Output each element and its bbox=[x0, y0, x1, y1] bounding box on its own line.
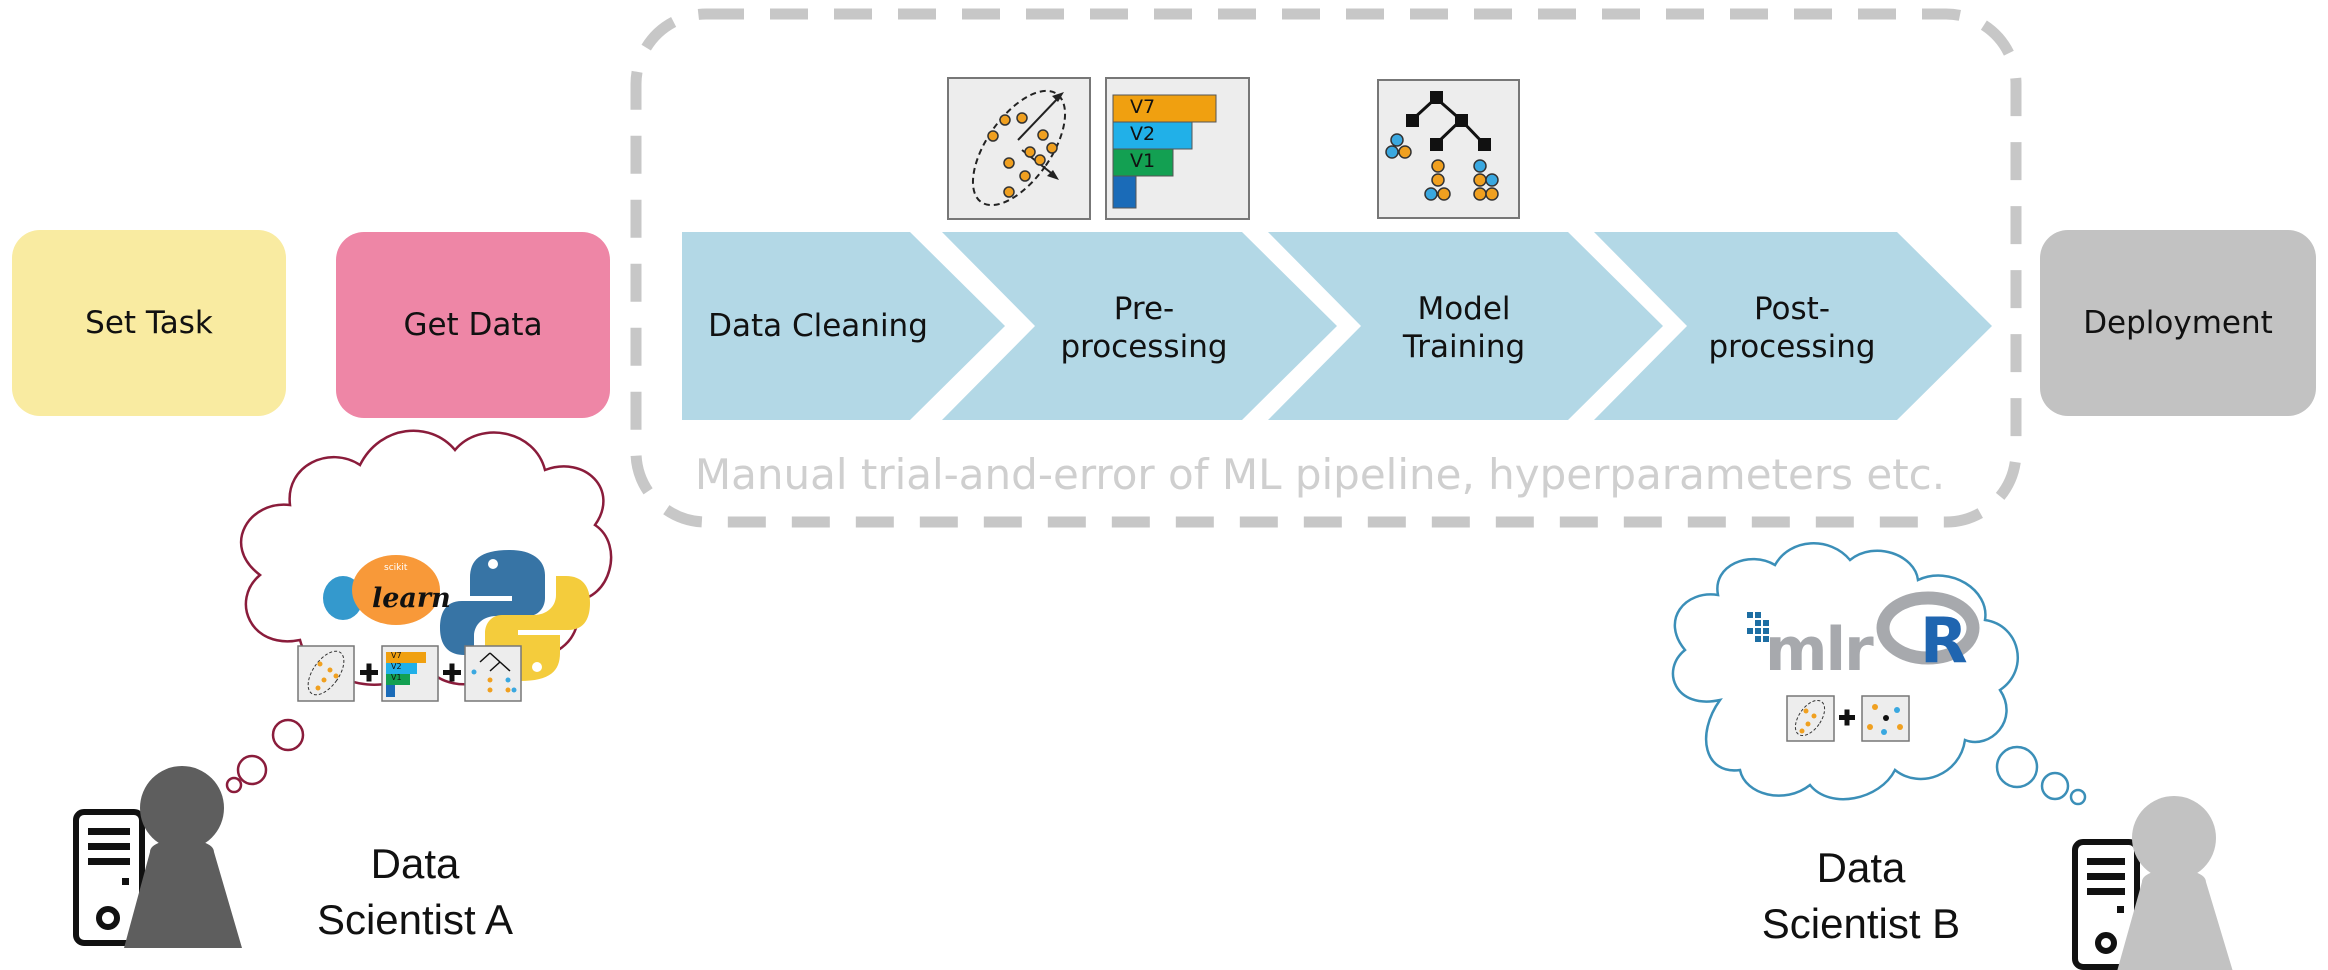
pipeline-caption: Manual trial-and-error of ML pipeline, h… bbox=[694, 450, 1946, 499]
get-data-stage: Get Data bbox=[336, 232, 610, 418]
plus-icon bbox=[1839, 709, 1855, 726]
pipeline-dashed-border bbox=[630, 8, 2022, 528]
sklearn-logo-icon bbox=[323, 555, 440, 625]
feature-bars-icon bbox=[1105, 77, 1250, 220]
person-icon-b bbox=[2117, 796, 2233, 970]
mini-bars-icon-a bbox=[381, 645, 439, 702]
deployment-label: Deployment bbox=[2083, 305, 2273, 341]
feature-bar-label-v7: V7 bbox=[1130, 96, 1156, 118]
mini-scatter-icon-a bbox=[297, 645, 355, 702]
pca-scatter-icon bbox=[947, 77, 1091, 220]
mini-bar-label-v2: V2 bbox=[391, 662, 402, 671]
chevron-preprocessing bbox=[942, 232, 1337, 420]
thought-cloud-b bbox=[1671, 542, 2087, 806]
decision-tree-icon bbox=[1377, 79, 1520, 219]
pipeline-step-data-cleaning: Data Cleaning bbox=[708, 308, 928, 344]
plus-icon bbox=[443, 663, 461, 682]
feature-bar-label-v1: V1 bbox=[1130, 150, 1156, 172]
mlr-grid-icon bbox=[1747, 612, 1769, 642]
set-task-stage: Set Task bbox=[12, 230, 286, 416]
set-task-label: Set Task bbox=[85, 305, 213, 341]
mini-tree-icon-a bbox=[464, 645, 522, 702]
person-icon-a bbox=[124, 766, 242, 948]
r-logo-text: R bbox=[1920, 604, 1968, 677]
r-logo-icon bbox=[1876, 591, 1980, 665]
pipeline-step-model-training: Model Training bbox=[1402, 291, 1526, 365]
chevron-postprocessing bbox=[1594, 232, 1992, 420]
feature-bar-label-v2: V2 bbox=[1130, 123, 1156, 145]
mlr-logo-text: mlr bbox=[1765, 615, 1874, 685]
data-scientist-b-label: Data Scientist B bbox=[1761, 844, 1961, 947]
deployment-stage: Deployment bbox=[2040, 230, 2316, 416]
chevron-model-training bbox=[1268, 232, 1663, 420]
pipeline-step-postprocessing: Post- processing bbox=[1708, 291, 1876, 365]
sklearn-scikit-text: scikit bbox=[384, 563, 408, 573]
pipeline-step-preprocessing: Pre- processing bbox=[1060, 291, 1228, 365]
mini-bar-label-v1: V1 bbox=[391, 673, 402, 682]
get-data-label: Get Data bbox=[403, 307, 543, 343]
computer-tower-icon-a bbox=[73, 809, 145, 946]
plus-icon bbox=[360, 663, 378, 682]
mini-bar-label-v7: V7 bbox=[391, 651, 402, 660]
data-scientist-a-label: Data Scientist A bbox=[316, 840, 514, 943]
sklearn-learn-text: learn bbox=[372, 583, 451, 614]
chevron-data-cleaning bbox=[682, 232, 1005, 420]
mini-cluster-icon-b bbox=[1861, 695, 1910, 742]
mini-scatter-icon-b bbox=[1786, 695, 1835, 742]
